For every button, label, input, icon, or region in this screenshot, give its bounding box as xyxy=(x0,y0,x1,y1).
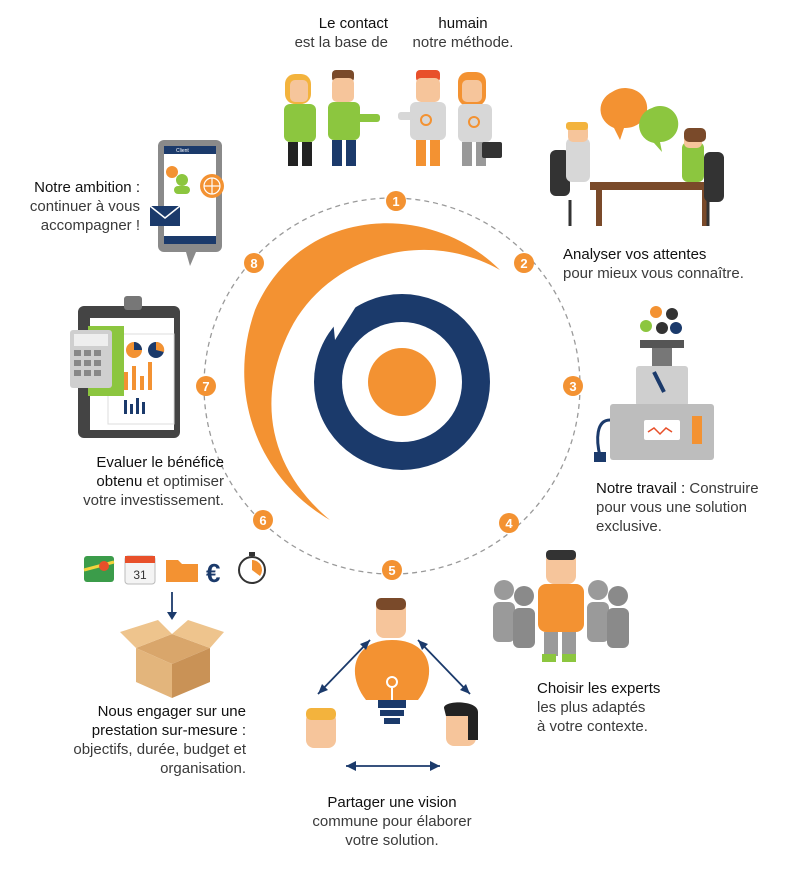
step-4-caption: Choisir les experts les plus adaptés à v… xyxy=(537,680,661,735)
step-badge-5: 5 xyxy=(382,560,402,580)
step-badge-8: 8 xyxy=(244,253,264,273)
step-1-caption-left: Le contact est la base de xyxy=(294,15,388,51)
step-badge-6: 6 xyxy=(253,510,273,530)
calendar-icon: 31 xyxy=(124,555,156,585)
envelope-icon xyxy=(150,206,180,226)
step-number: 5 xyxy=(388,563,395,578)
map-icon xyxy=(83,556,115,582)
step-number: 4 xyxy=(505,516,513,531)
step-badge-2: 2 xyxy=(514,253,534,273)
step-6-caption: Nous engager sur une prestation sur-mesu… xyxy=(73,703,246,777)
step-number: 7 xyxy=(202,379,209,394)
calendar-day: 31 xyxy=(133,568,147,582)
box-icon xyxy=(120,620,224,698)
folder-icon xyxy=(166,560,198,582)
stopwatch-icon xyxy=(238,552,266,584)
step-number: 1 xyxy=(392,194,399,209)
vision-illustration xyxy=(306,598,478,771)
step-number: 2 xyxy=(520,256,527,271)
step-8-caption: Notre ambition : continuer à vous accomp… xyxy=(29,179,140,234)
step-number: 8 xyxy=(250,256,257,271)
central-logo xyxy=(244,223,500,520)
step-2-caption: Analyser vos attentes pour mieux vous co… xyxy=(563,246,744,282)
people-contact-illustration xyxy=(284,70,502,166)
step-badge-4: 4 xyxy=(499,513,519,533)
clipboard-illustration xyxy=(70,296,180,438)
experts-illustration xyxy=(493,550,629,662)
step-number: 3 xyxy=(569,379,576,394)
commitment-illustration: 31 € xyxy=(83,552,266,698)
euro-icon: € xyxy=(206,558,220,588)
step-7-caption: Evaluer le bénéfice obtenu et optimiser … xyxy=(83,454,224,509)
svg-text:€: € xyxy=(206,558,220,588)
step-number: 6 xyxy=(259,513,266,528)
step-badge-7: 7 xyxy=(196,376,216,396)
tablet-illustration: Client xyxy=(149,140,224,266)
lightbulb-icon xyxy=(354,640,430,700)
machine-illustration xyxy=(594,306,714,462)
step-badge-3: 3 xyxy=(563,376,583,396)
step-1-caption-right: humain notre méthode. xyxy=(412,15,514,51)
tablet-window-label: Client xyxy=(176,148,189,154)
step-3-caption: Notre travail : Construire pour vous une… xyxy=(596,480,759,535)
meeting-illustration xyxy=(550,88,724,226)
face-left xyxy=(306,712,336,748)
step-5-caption: Partager une vision commune pour élabore… xyxy=(312,794,472,849)
step-badge-1: 1 xyxy=(386,191,406,211)
